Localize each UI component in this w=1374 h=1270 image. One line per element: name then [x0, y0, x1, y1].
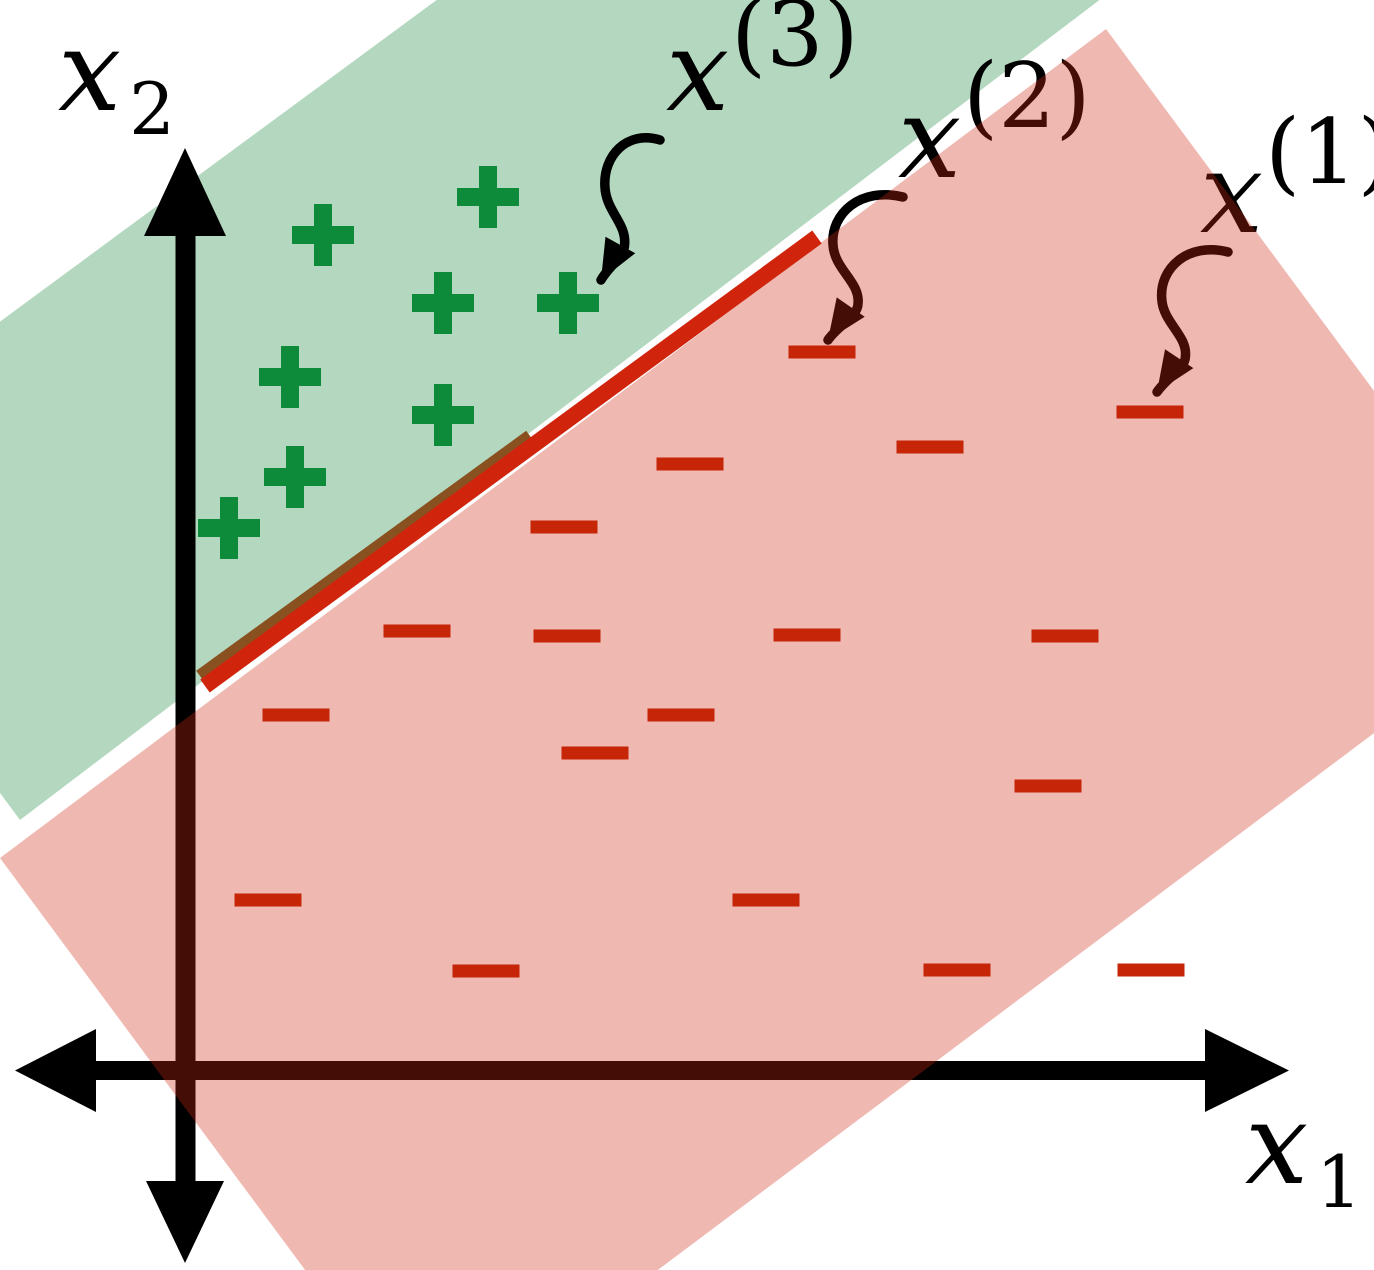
y-axis-down-arrowhead-icon [146, 1181, 224, 1263]
callout-arrowhead-icon [828, 297, 865, 340]
minus-marker [1116, 405, 1184, 419]
plus-marker [457, 166, 519, 228]
minus-marker [773, 628, 841, 642]
point3-label-sup: (3) [731, 0, 859, 87]
decision-boundary-layer [196, 230, 822, 693]
minus-marker [1014, 779, 1082, 793]
minus-marker [896, 440, 964, 454]
callout-arrowhead-icon [1157, 349, 1194, 392]
x-axis-left-arrowhead-icon [15, 1029, 96, 1112]
minus-marker [533, 629, 601, 643]
point1-label: x(1) [1200, 100, 1374, 259]
negative-region [0, 29, 1374, 1270]
axes-layer [15, 148, 1289, 1263]
y-axis-shaft [175, 225, 196, 1187]
plus-marker [412, 384, 474, 446]
minus-marker [923, 963, 991, 977]
point2-label-base: x [898, 74, 961, 204]
callout-layer: x2 x1 x(3) x(2) x(1) [58, 0, 1374, 1224]
point3-label-base: x [666, 7, 729, 137]
x-axis-label-sub: 1 [1316, 1140, 1362, 1224]
point2-label-sup: (2) [963, 44, 1091, 149]
point1-label-sup: (1) [1265, 100, 1374, 205]
y-axis-label-base: x [58, 7, 121, 137]
point2-label: x(2) [898, 44, 1091, 204]
plus-marker [198, 497, 260, 559]
y-axis-label-sub: 2 [129, 67, 175, 151]
minus-marker [732, 893, 800, 907]
x-axis-shaft [88, 1061, 1210, 1080]
minus-marker [383, 624, 451, 638]
minus-marker [788, 345, 856, 359]
y-axis-up-arrowhead-icon [144, 148, 226, 236]
minus-marker [452, 964, 520, 978]
decision-boundary-underline [196, 430, 534, 682]
negative-region-layer [0, 29, 1374, 1270]
minus-marker [647, 708, 715, 722]
minus-marker [262, 708, 330, 722]
point1-label-base: x [1200, 129, 1263, 259]
plus-marker [292, 204, 354, 266]
x-axis-label-base: x [1245, 1080, 1308, 1210]
x-axis-right-arrowhead-icon [1205, 1029, 1289, 1112]
minus-marker [1117, 963, 1185, 977]
plus-marker [259, 346, 321, 408]
point3-label: x(3) [666, 0, 859, 137]
minus-marker [656, 457, 724, 471]
minus-marker [561, 746, 629, 760]
minus-marker [1031, 629, 1099, 643]
plus-marker [412, 272, 474, 334]
plus-marker [537, 272, 599, 334]
marker-layer [198, 166, 1185, 978]
minus-marker [234, 893, 302, 907]
plus-marker [264, 446, 326, 508]
minus-marker [530, 520, 598, 534]
decision-boundary-line [200, 230, 822, 693]
callout-arrowhead-icon [601, 236, 636, 280]
